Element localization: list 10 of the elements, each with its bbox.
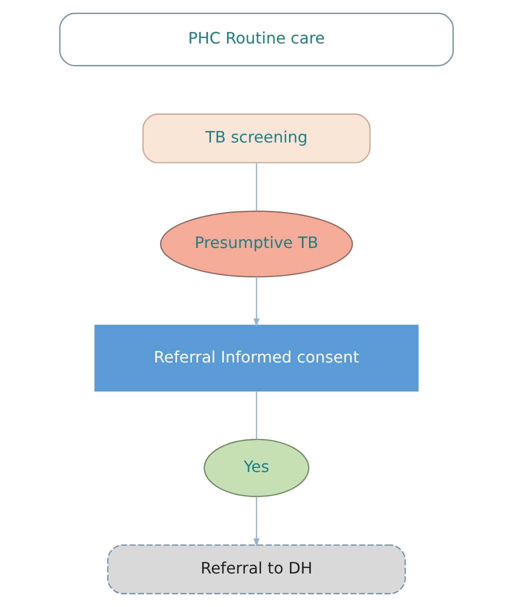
arrow [253,496,259,547]
arrow [253,276,259,327]
connector [255,163,257,211]
node-ellipse: Yes [203,438,309,498]
node-box: TB screening [142,114,370,164]
node-box: Referral Informed consent [94,324,418,392]
node-box: PHC Routine care [58,12,454,66]
connector [255,390,257,440]
node-box: Referral to DH [106,544,406,594]
node-ellipse: Presumptive TB [160,210,352,278]
